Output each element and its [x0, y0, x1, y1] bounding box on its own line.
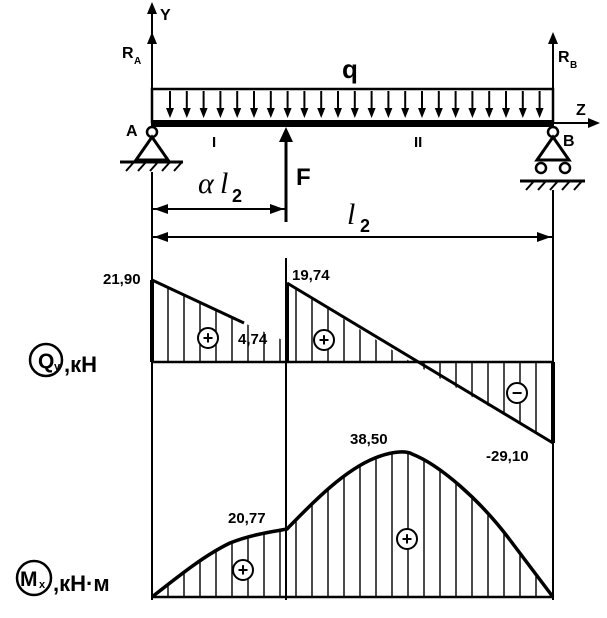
- dim-l-subscript-2: 2: [360, 216, 370, 236]
- shear-symbol: Q y: [28, 342, 64, 378]
- segment-2-label: II: [414, 134, 422, 151]
- load-arrow: [266, 91, 275, 118]
- reaction-b-subscript: B: [570, 60, 577, 71]
- load-arrow: [250, 91, 258, 118]
- force-f-label: F: [296, 164, 311, 191]
- distributed-load: [150, 87, 555, 124]
- dimension-l2: [153, 190, 554, 600]
- load-arrow: [502, 91, 510, 118]
- load-arrow: [300, 91, 309, 118]
- shear-diagram-outline: [150, 278, 555, 445]
- svg-text:M: M: [20, 568, 38, 591]
- load-arrow: [384, 91, 393, 118]
- shear-plus-sign-2: +: [313, 329, 335, 351]
- dim-alpha-symbol: α: [198, 167, 215, 200]
- load-arrow: [166, 91, 174, 118]
- svg-text:+: +: [238, 560, 249, 580]
- moment-unit-label: ,кН·м: [53, 571, 110, 596]
- distributed-load-label: q: [342, 54, 358, 84]
- load-arrow: [317, 91, 326, 118]
- reaction-b-label: R: [558, 49, 570, 66]
- svg-text:+: +: [319, 330, 330, 350]
- axis-z-label: Z: [576, 102, 586, 119]
- reaction-a-arrow: [147, 32, 157, 44]
- load-arrow: [216, 91, 225, 118]
- svg-text:−: −: [512, 383, 523, 403]
- force-f-arrow: [279, 127, 293, 222]
- axis-y-label: Y: [160, 7, 171, 24]
- svg-text:+: +: [203, 328, 214, 348]
- load-arrow: [182, 91, 191, 118]
- moment-diagram-outline: [150, 450, 555, 599]
- z-axis: [553, 118, 600, 128]
- shear-plus-sign-1: +: [197, 327, 219, 349]
- load-arrow: [451, 91, 460, 118]
- load-arrow: [283, 91, 292, 118]
- shear-minus-sign: −: [506, 382, 528, 404]
- beam-member: [152, 120, 553, 127]
- load-arrow: [401, 91, 410, 118]
- load-arrow: [334, 91, 342, 118]
- moment-symbol: M x: [15, 559, 53, 597]
- load-arrow: [367, 91, 376, 118]
- svg-text:x: x: [39, 579, 46, 591]
- svg-text:Q: Q: [38, 350, 54, 373]
- svg-text:+: +: [402, 529, 413, 549]
- load-arrow: [418, 91, 426, 118]
- load-arrow: [199, 91, 208, 118]
- support-b-label: B: [563, 133, 575, 150]
- moment-plus-sign-2: +: [396, 528, 418, 550]
- moment-plus-sign-1: +: [232, 559, 254, 581]
- load-arrow: [233, 91, 242, 118]
- dim-l-symbol-2: l: [347, 198, 355, 231]
- shear-unit-label: ,кН: [64, 352, 97, 377]
- moment-value-38-50: 38,50: [350, 431, 388, 448]
- load-arrow: [468, 91, 477, 118]
- load-arrow: [535, 91, 544, 118]
- shear-hatching: [167, 280, 553, 443]
- dim-l-symbol-1: l: [220, 167, 228, 200]
- shear-value-4-74: 4,74: [238, 331, 268, 348]
- moment-value-20-77: 20,77: [228, 510, 266, 527]
- pin-support-a: [120, 125, 183, 172]
- load-arrow: [518, 91, 527, 118]
- dimension-alpha-l2: [151, 172, 285, 600]
- load-arrow: [485, 91, 494, 118]
- dim-l-subscript-1: 2: [232, 186, 242, 206]
- load-arrow: [350, 91, 359, 118]
- shear-value-neg-29-10: -29,10: [486, 448, 529, 465]
- shear-value-19-74: 19,74: [292, 267, 330, 284]
- load-arrow: [434, 91, 443, 118]
- roller-support-b: [520, 125, 585, 191]
- reaction-a-subscript: A: [134, 56, 141, 67]
- reaction-a-label: R: [122, 45, 134, 62]
- shear-value-21-90: 21,90: [103, 271, 141, 288]
- svg-text:y: y: [54, 361, 61, 373]
- segment-1-label: I: [212, 134, 216, 151]
- support-a-label: A: [126, 123, 138, 140]
